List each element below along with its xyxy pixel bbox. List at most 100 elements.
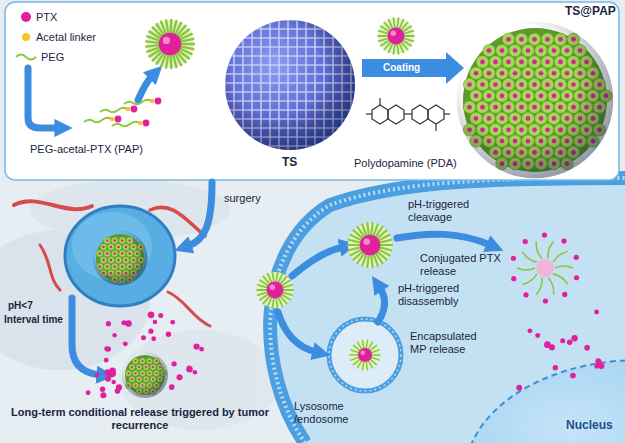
blood-vessel	[14, 201, 210, 326]
ptx-dot	[155, 98, 162, 105]
peg-strand	[404, 38, 413, 41]
acetal-linker	[110, 117, 115, 122]
condition-label: pH<7	[8, 300, 33, 312]
legend-item: Acetal linker	[21, 31, 96, 43]
ptx-dot	[106, 321, 111, 326]
ptx-dot	[148, 329, 153, 334]
part-label: Lysosome /endosome	[294, 400, 358, 426]
ptx-dot	[104, 358, 109, 363]
coating-arrow	[362, 59, 446, 77]
peg-strand	[380, 244, 392, 246]
ts-scaffold	[225, 20, 355, 150]
micelle-core	[159, 33, 182, 56]
ptx-dot	[193, 370, 198, 375]
peg-strand	[378, 35, 388, 37]
ptx-dot	[111, 380, 116, 385]
ts-pap-sphere	[93, 22, 614, 398]
peg-strand	[278, 297, 282, 306]
peg-strand	[553, 274, 568, 285]
peg-strand	[368, 361, 372, 368]
peg-strand	[181, 39, 194, 42]
ptx-dot	[584, 345, 590, 351]
process-arrow	[72, 298, 100, 375]
process-arrow	[138, 76, 152, 100]
pda-structure	[388, 105, 404, 124]
peg-strand	[548, 241, 554, 258]
peg-strand	[368, 342, 372, 349]
ptx-dot	[574, 255, 579, 260]
micelle-core	[361, 351, 366, 356]
peg-strand	[536, 278, 542, 295]
ptx-dot	[86, 390, 91, 395]
outcome-label: Long-term conditional release triggered …	[10, 406, 270, 432]
condition-label: Interval time	[4, 314, 63, 326]
ts-scaffold	[223, 18, 357, 152]
peg-strand	[374, 254, 378, 265]
peg-strand	[257, 289, 267, 291]
sphere-shade	[93, 231, 148, 286]
legend-text: PEG	[41, 51, 64, 63]
ptx-dot	[141, 335, 146, 340]
ptx-dot	[104, 346, 109, 351]
peg-strand	[16, 55, 36, 60]
peg-strand	[399, 43, 403, 52]
ptx-dot	[171, 361, 176, 366]
peg-strand	[181, 43, 194, 45]
process-arrow	[28, 68, 490, 375]
peg-strand	[371, 223, 372, 235]
peg-strand	[362, 224, 366, 235]
ptx-dot	[553, 365, 558, 370]
peg-strand	[351, 357, 359, 360]
peg-strand	[354, 359, 360, 364]
ptx-dot	[186, 366, 192, 372]
pda-structure	[435, 124, 436, 131]
peg-strand	[553, 252, 568, 263]
ptx-dot	[123, 341, 128, 346]
micelle	[378, 18, 414, 54]
peg-strand	[166, 55, 168, 68]
micelle-shell	[257, 272, 293, 308]
micelle-shell	[348, 223, 392, 267]
pda-structure	[366, 98, 450, 131]
ptx-dot	[115, 116, 122, 123]
micelle	[146, 20, 194, 68]
arrow-label: Coating	[383, 62, 420, 74]
peg-strand	[380, 240, 392, 243]
process-arrow	[278, 312, 316, 352]
peg-strand	[370, 359, 376, 364]
ptx-dot	[125, 320, 131, 326]
ts-pap-sphere	[457, 22, 613, 178]
ptx-dot	[151, 336, 156, 341]
peg-strand	[354, 345, 360, 350]
ts-scaffold	[223, 18, 357, 152]
peg-strand	[146, 45, 159, 46]
micelle-core	[267, 282, 284, 299]
peg-strand	[351, 350, 359, 353]
peg-strand	[283, 289, 293, 291]
ptx-dot	[560, 338, 565, 343]
ptx-dot	[100, 392, 106, 398]
peg-strand	[268, 274, 272, 283]
peg-strand	[166, 20, 168, 33]
ts-pap-sphere	[93, 231, 148, 286]
micelle-core	[388, 28, 405, 45]
peg-chains	[84, 98, 161, 127]
pda-structure	[428, 105, 444, 124]
pda-structure	[444, 113, 450, 114]
peg-strand	[397, 44, 398, 54]
process-arrow	[292, 247, 343, 276]
step-label: pH-triggered cleavage	[408, 198, 488, 224]
peg-strand	[147, 47, 160, 51]
ptx-dot	[193, 343, 199, 349]
pda-structure	[372, 105, 388, 124]
micelle-core	[163, 37, 170, 44]
legend-swatch	[15, 52, 37, 62]
peg-strand	[272, 272, 273, 282]
process-arrow	[397, 234, 490, 245]
peg-strand	[276, 298, 277, 308]
micelle	[257, 272, 293, 308]
ptx-dot	[95, 373, 100, 378]
ptx-dot	[511, 256, 516, 261]
ptx-dot	[143, 120, 150, 127]
peg-strand	[379, 31, 388, 34]
